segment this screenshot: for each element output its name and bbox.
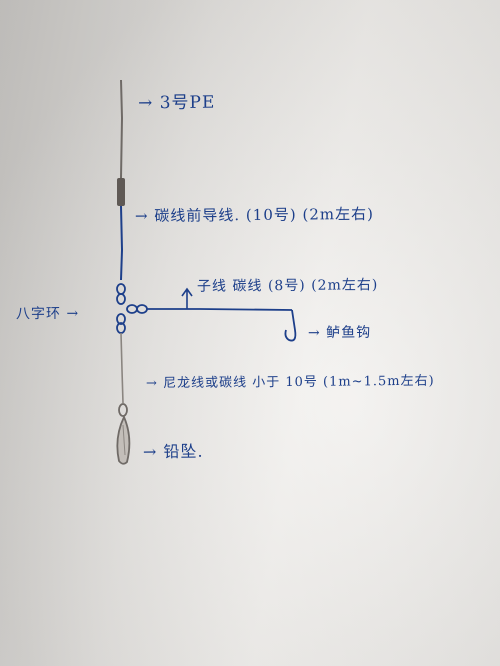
leader-line-label: → 碳线前导线. (10号) (2m左右): [134, 204, 374, 226]
branch-line-stroke: [147, 308, 293, 311]
bottom-line-label: → 尼龙线或碳线 小于 10号 (1m~1.5m左右): [145, 373, 435, 392]
hook-label: → 鲈鱼钩: [307, 324, 372, 342]
bottom-line-stroke: [120, 332, 124, 404]
branch-arrow: [181, 287, 193, 309]
pe-line-label: → 3号PE: [137, 92, 216, 114]
branch-line-label: 子线 碳线 (8号) (2m左右): [196, 277, 379, 295]
hook-icon: [284, 309, 297, 342]
line-knot: [117, 178, 125, 206]
sinker-icon: [116, 414, 131, 465]
pe-line-stroke: [120, 79, 124, 179]
side-swivel-icon: [126, 304, 148, 314]
sinker-shading: [122, 424, 126, 456]
sinker-ring: [118, 403, 128, 417]
leader-line-stroke: [120, 205, 124, 281]
swivel-label: 八字环 →: [15, 305, 80, 323]
swivel-icon: [116, 283, 126, 334]
sinker-label: → 铅坠.: [142, 441, 204, 462]
